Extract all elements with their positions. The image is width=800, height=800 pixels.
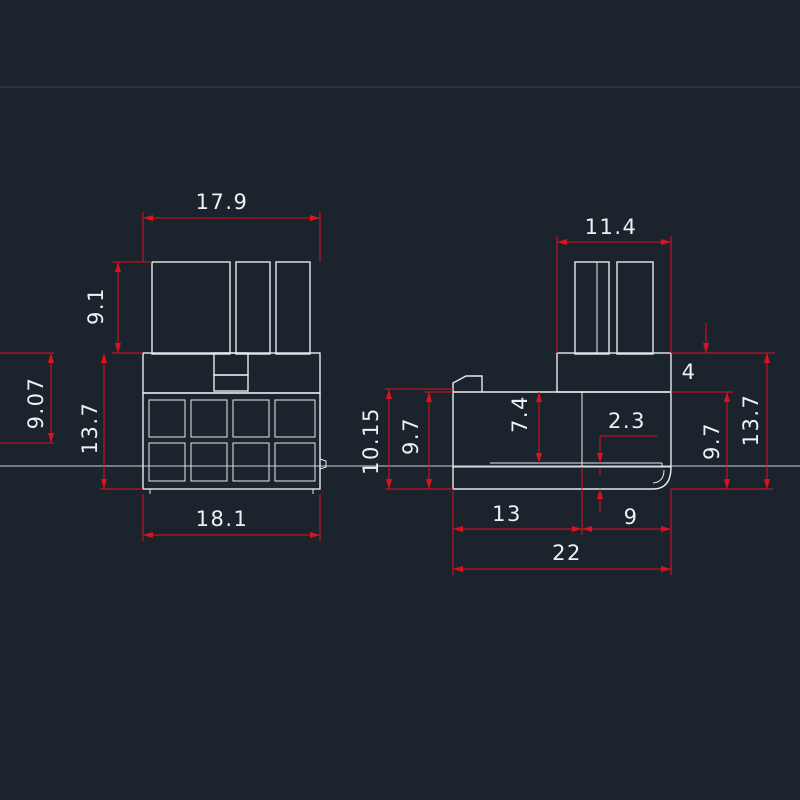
dim-label-9-7-right: 9.7 — [700, 422, 724, 460]
dim-label-9-07: 9.07 — [24, 377, 48, 430]
dim-label-11-4: 11.4 — [585, 215, 638, 239]
dim-label-22: 22 — [552, 541, 582, 565]
side-dimensions — [385, 236, 775, 575]
side-view — [452, 261, 672, 490]
dim-label-18-1: 18.1 — [196, 507, 249, 531]
dim-label-4: 4 — [682, 360, 697, 384]
dim-label-13-7-front: 13.7 — [78, 402, 102, 455]
dim-label-13: 13 — [492, 502, 522, 526]
dim-label-9-7-left: 9.7 — [399, 417, 423, 455]
dim-label-13-7-side: 13.7 — [739, 394, 763, 447]
dim-label-7-4: 7.4 — [508, 395, 532, 433]
dim-label-17-9: 17.9 — [196, 190, 249, 214]
front-view — [142, 261, 327, 494]
dim-label-9: 9 — [624, 505, 639, 529]
front-dimensions — [0, 212, 321, 541]
dim-label-10-15: 10.15 — [359, 407, 383, 475]
dim-label-2-3: 2.3 — [608, 409, 646, 433]
dim-label-9-1: 9.1 — [84, 287, 108, 325]
